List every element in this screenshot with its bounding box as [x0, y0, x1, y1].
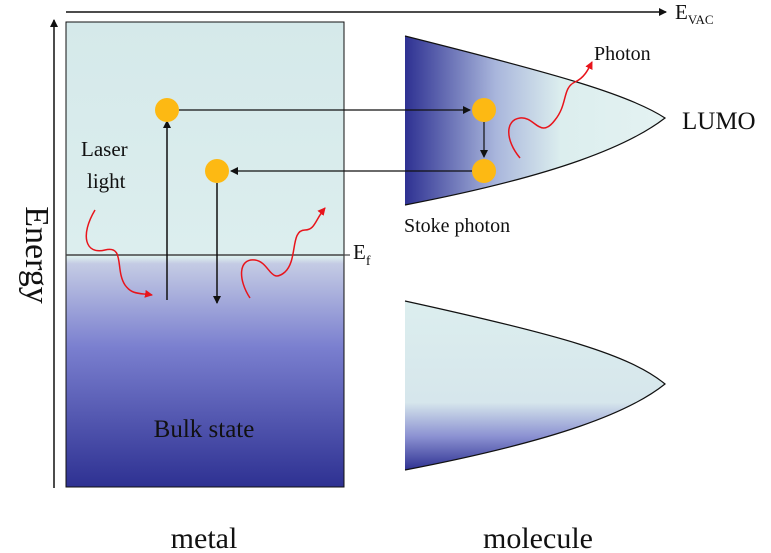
lumo-label: LUMO [682, 108, 756, 135]
electron-in-lumo-upper [472, 98, 496, 122]
energy-axis-label: Energy [18, 206, 55, 304]
bulk-state-label: Bulk state [154, 416, 255, 443]
lumo-band [405, 36, 665, 205]
molecule-photon-wave [508, 61, 593, 159]
laser-light-wave [85, 209, 153, 298]
metal-caption: metal [171, 522, 238, 553]
vacuum-level-label: EVAC [675, 0, 714, 27]
scattered-photon-wave [240, 207, 326, 299]
laser-light-label: Laser light [81, 137, 133, 193]
electron-excited-metal [155, 98, 179, 122]
homo-band-outline [404, 300, 666, 471]
electron-in-lumo-lower [472, 159, 496, 183]
electron-returned-metal [205, 159, 229, 183]
photon-label: Photon [594, 43, 651, 65]
molecule-caption: molecule [483, 522, 593, 553]
lumo-band-outline [404, 35, 667, 206]
homo-band [405, 301, 665, 470]
stoke-photon-label: Stoke photon [404, 215, 510, 237]
fermi-level-label: Ef [353, 240, 371, 269]
